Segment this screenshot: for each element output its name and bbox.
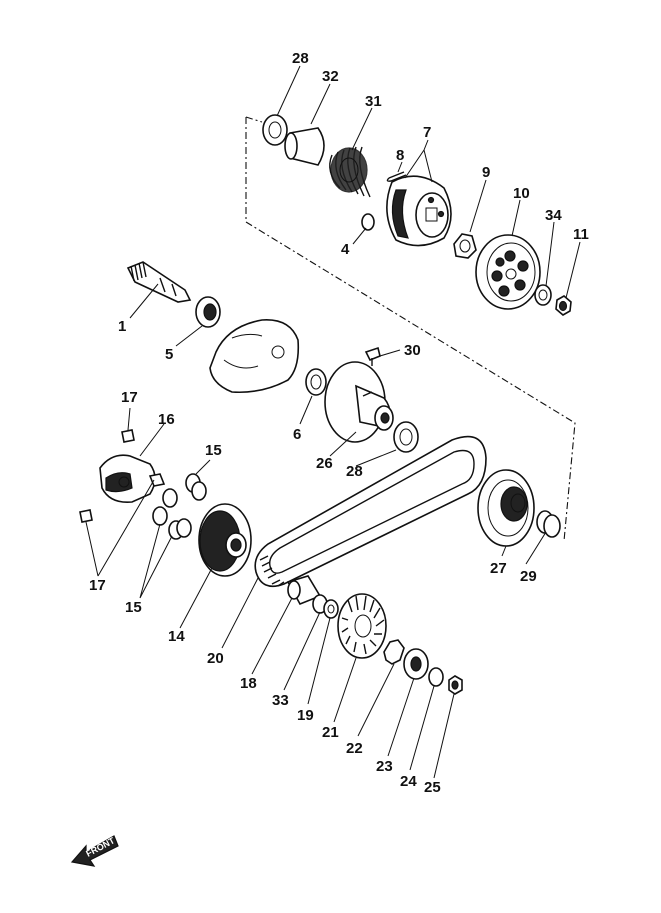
callout-33: 33	[272, 692, 289, 709]
part-23-lock-washer	[403, 648, 429, 680]
part-31-spring	[329, 146, 371, 198]
leader-lines	[85, 65, 581, 779]
callout-8: 8	[396, 147, 404, 164]
callout-numbers: 28 32 31 7 8 9 10 34 11 4 1 5 30 6 26 28…	[89, 50, 589, 796]
part-32-collar	[284, 127, 325, 166]
part-18-collar	[286, 575, 322, 606]
part-17-sliders	[79, 429, 166, 523]
part-5-bearing	[195, 296, 221, 328]
part-27-secondary-pulley	[477, 469, 535, 547]
callout-32: 32	[322, 68, 339, 85]
callout-34: 34	[545, 207, 562, 224]
callout-25: 25	[424, 779, 441, 796]
part-11-nut	[555, 295, 572, 316]
part-8-small-spring	[386, 171, 407, 182]
callout-10: 10	[513, 185, 530, 202]
part-15-weight-rollers	[152, 473, 207, 540]
front-direction-arrow: FRONT	[70, 835, 119, 867]
part-25-nut	[448, 675, 463, 695]
callout-22: 22	[346, 740, 363, 757]
callout-20: 20	[207, 650, 224, 667]
callout-28-seal: 28	[346, 463, 363, 480]
callout-14: 14	[168, 628, 185, 645]
part-6-washer	[305, 368, 327, 396]
part-20-v-belt	[254, 435, 487, 588]
part-30-pin	[364, 346, 381, 366]
callout-31: 31	[365, 93, 382, 110]
callout-15-bottom: 15	[125, 599, 142, 616]
callout-4: 4	[341, 241, 350, 258]
part-21-fixed-sheave-fan	[337, 593, 387, 659]
part-10-clutch-housing	[475, 234, 541, 310]
callout-27: 27	[490, 560, 507, 577]
callout-17-bottom: 17	[89, 577, 106, 594]
callout-9: 9	[482, 164, 490, 181]
crankcase-cover	[209, 319, 300, 394]
callout-24: 24	[400, 773, 417, 790]
callout-19: 19	[297, 707, 314, 724]
callout-18: 18	[240, 675, 257, 692]
part-22-spacer	[383, 639, 405, 665]
part-4-circlip	[361, 213, 375, 231]
callout-21: 21	[322, 724, 339, 741]
callout-29: 29	[520, 568, 537, 585]
callout-15-top: 15	[205, 442, 222, 459]
assembly-boundary-top	[245, 116, 263, 123]
part-19-washer	[323, 599, 339, 619]
part-7-clutch-assembly	[386, 175, 452, 247]
part-29-o-rings	[536, 510, 561, 538]
part-28-oil-seal	[393, 421, 419, 453]
callout-16: 16	[158, 411, 175, 428]
callout-11: 11	[573, 226, 589, 243]
part-24-washer	[428, 667, 444, 687]
callout-17-top: 17	[121, 389, 138, 406]
part-26-secondary-sheave	[324, 361, 394, 443]
callout-1: 1	[118, 318, 126, 335]
part-16-cam	[99, 454, 156, 504]
part-1-drive-shaft	[126, 261, 192, 303]
part-9-nut	[453, 233, 477, 259]
part-34-washer	[534, 284, 552, 306]
callout-26: 26	[316, 455, 333, 472]
callout-28-top: 28	[292, 50, 309, 67]
callout-6: 6	[293, 426, 301, 443]
callout-5: 5	[165, 346, 173, 363]
callout-23: 23	[376, 758, 393, 775]
part-14-primary-sheave	[198, 503, 252, 577]
part-28-washer-top	[262, 114, 288, 146]
callout-30: 30	[404, 342, 421, 359]
callout-7: 7	[423, 124, 431, 141]
